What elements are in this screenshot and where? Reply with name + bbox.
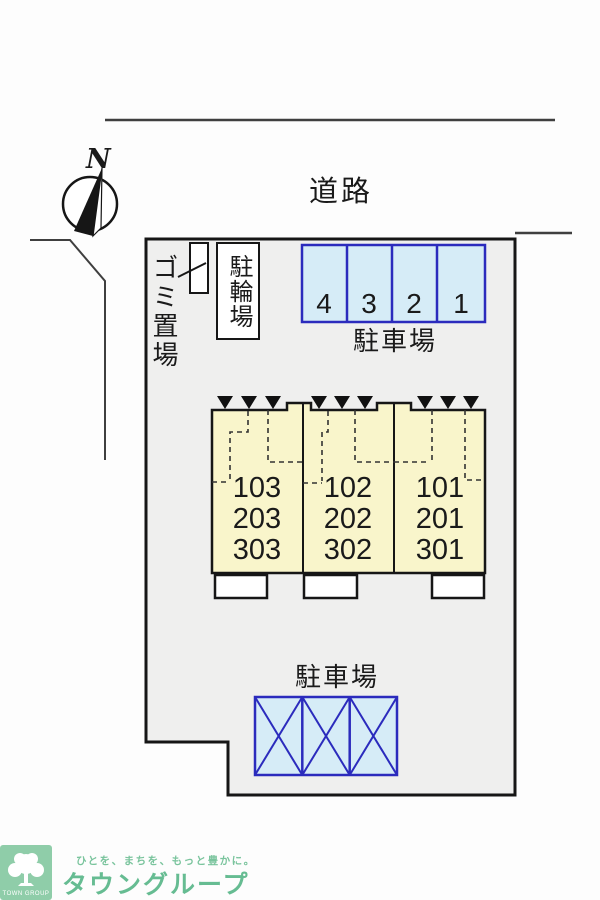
entrance-porches [213, 573, 486, 600]
parking-lot-top [300, 243, 487, 324]
unit-rooms-103: 103 203 303 [232, 472, 282, 566]
gate-tick-icon [177, 242, 209, 294]
entry-triangle-icons [217, 396, 479, 409]
garbage-area-label: ゴミ置場 [149, 254, 179, 370]
parking-top-label: 駐車場 [352, 326, 437, 356]
overhang-dashed-lines [212, 410, 485, 484]
parking-stall-2: 2 [406, 288, 422, 319]
parking-lot-bottom [253, 695, 399, 777]
parking-stall-1: 1 [453, 288, 469, 319]
bicycle-parking-box: 駐輪場 [216, 242, 260, 340]
parking-bottom-label: 駐車場 [294, 662, 379, 692]
town-group-logo: TOWN GROUP [0, 845, 52, 900]
tree-logo-icon: TOWN GROUP [3, 853, 50, 897]
parking-stall-4: 4 [316, 288, 332, 319]
north-compass-icon [61, 167, 119, 238]
town-group-logo-text: TOWN GROUP [3, 891, 50, 897]
footer-brand-name: タウングループ [62, 871, 250, 899]
unit-rooms-102: 102 202 302 [323, 472, 373, 566]
footer-tagline: ひとを、まちを、もっと豊かに。 [76, 855, 256, 867]
bicycle-parking-label: 駐輪場 [225, 253, 252, 329]
building-outline [210, 401, 487, 575]
road-label: 道路 [308, 176, 373, 208]
parking-stall-3: 3 [361, 288, 377, 319]
crossed-stall-marks [254, 696, 398, 776]
north-label: N [86, 144, 111, 175]
unit-rooms-101: 101 201 301 [415, 472, 465, 566]
west-boundary-line [30, 239, 106, 460]
